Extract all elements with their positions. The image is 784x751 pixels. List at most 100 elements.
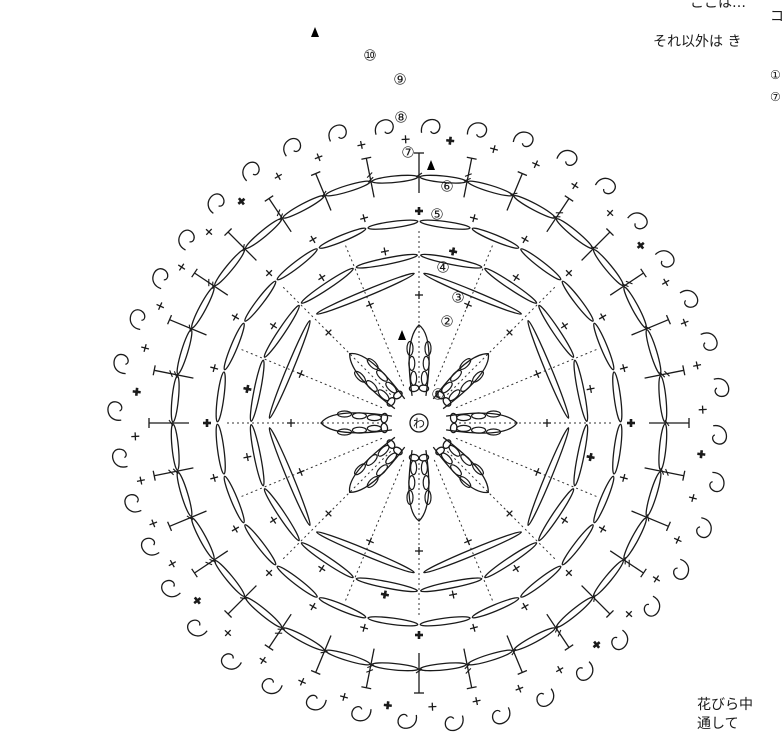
stitch-post: [154, 370, 193, 378]
single-crochet-symbol: [155, 301, 166, 312]
petal: [446, 411, 517, 435]
chain-stitch: [189, 517, 216, 561]
stitch-top: [565, 196, 573, 202]
picot-curve: [421, 119, 440, 134]
single-crochet-symbol: [623, 608, 634, 619]
single-crochet-symbol: [176, 262, 187, 273]
single-crochet-symbol: [263, 567, 274, 578]
petal-chain: [411, 461, 417, 475]
picot-curve: [491, 707, 512, 725]
single-crochet-symbol: [365, 299, 375, 309]
chain-stitch: [621, 517, 648, 561]
single-crochet-symbol: [203, 226, 214, 237]
sc-stroke: [381, 594, 389, 596]
start-marker: [311, 27, 319, 37]
single-crochet-symbol: [446, 136, 455, 145]
single-crochet-symbol: [604, 207, 615, 218]
single-crochet-symbol: [415, 207, 423, 215]
picot-loop: [695, 517, 714, 539]
single-crochet-symbol: [359, 213, 369, 223]
chain-stitch: [242, 523, 278, 567]
chain-stitch: [519, 564, 563, 600]
picot-loop: [326, 123, 347, 141]
chain-stitch: [212, 559, 246, 599]
chain-stitch: [212, 248, 246, 288]
sc-stroke: [473, 700, 481, 702]
tall-stitch-symbol: [225, 229, 257, 261]
stitch-top: [192, 269, 198, 277]
single-crochet-symbol: [209, 363, 219, 373]
sc-stroke: [179, 264, 183, 271]
single-crochet-symbol: [469, 623, 479, 633]
picot-curve: [557, 147, 580, 168]
chain-stitch: [513, 625, 557, 652]
stitch-post: [195, 551, 228, 573]
petal-chain: [459, 453, 473, 467]
single-crochet-symbol: [591, 639, 602, 650]
picot-curve: [595, 174, 618, 196]
single-crochet-symbol: [167, 558, 178, 569]
stitch-post: [269, 199, 291, 232]
picot-loop: [642, 596, 664, 619]
picot-loop: [513, 129, 535, 148]
stitch-post: [464, 158, 472, 197]
chain-stitch: [300, 540, 355, 580]
stitch-rounds: [108, 27, 730, 731]
single-crochet-symbol: [230, 312, 241, 323]
picot-loop: [714, 377, 730, 397]
picot-loop: [491, 707, 512, 725]
single-crochet-symbol: [230, 524, 241, 535]
stitch-top: [641, 569, 647, 577]
single-crochet-symbol: [268, 320, 279, 331]
chain-stitch: [244, 595, 284, 629]
chain-stitch: [189, 286, 216, 330]
single-crochet-symbol: [365, 536, 375, 546]
chain-stitch: [318, 226, 367, 251]
single-crochet-symbol: [132, 387, 141, 396]
single-crochet-symbol: [673, 535, 684, 546]
tall-stitch-symbol: [645, 468, 685, 481]
single-crochet-symbol: [531, 159, 542, 170]
picot-curve: [127, 308, 146, 330]
chain-stitch: [275, 246, 319, 282]
single-crochet-symbol: [472, 696, 481, 705]
picot-loop: [574, 661, 597, 683]
tall-stitch-symbol: [582, 586, 614, 618]
picot-loop: [627, 209, 650, 232]
sc-stroke: [513, 566, 520, 570]
note-top-line-3: それ以外は き: [653, 33, 741, 51]
chain-stitch: [315, 271, 415, 317]
single-crochet-symbol: [520, 601, 531, 612]
picot-curve: [609, 630, 632, 653]
picot-curve: [445, 715, 465, 731]
picot-curve: [139, 536, 159, 558]
picot-curve: [280, 136, 302, 156]
single-crochet-symbol: [660, 277, 671, 288]
chain-stitch: [170, 376, 181, 423]
picot-loop: [655, 247, 677, 270]
petal-chain: [365, 379, 379, 393]
picot-loop: [159, 578, 181, 601]
single-crochet-symbol: [258, 655, 269, 666]
sc-stroke: [696, 361, 698, 369]
picot-curve: [185, 617, 208, 640]
picot-curve: [712, 425, 727, 444]
picot-curve: [467, 121, 488, 138]
single-crochet-symbol: [699, 405, 707, 413]
picot-loop: [445, 715, 465, 731]
note-bottom-line-1: 花びら中: [697, 696, 753, 714]
chain-stitch: [657, 376, 668, 423]
single-crochet-symbol: [504, 508, 515, 519]
petal-chain: [458, 475, 472, 489]
single-crochet-symbol: [148, 518, 158, 528]
single-crochet-symbol: [287, 419, 295, 427]
chain-stitch: [318, 595, 367, 620]
picot-curve: [239, 159, 262, 181]
picot-curve: [642, 596, 664, 619]
chain-stitch: [262, 304, 302, 359]
guide-spoke: [447, 451, 557, 561]
picot-loop: [185, 617, 208, 640]
sc-stroke: [449, 594, 457, 596]
note-top-line-1: ここは…: [690, 0, 746, 12]
note-top-round-ref-7: ⑦: [770, 88, 781, 106]
